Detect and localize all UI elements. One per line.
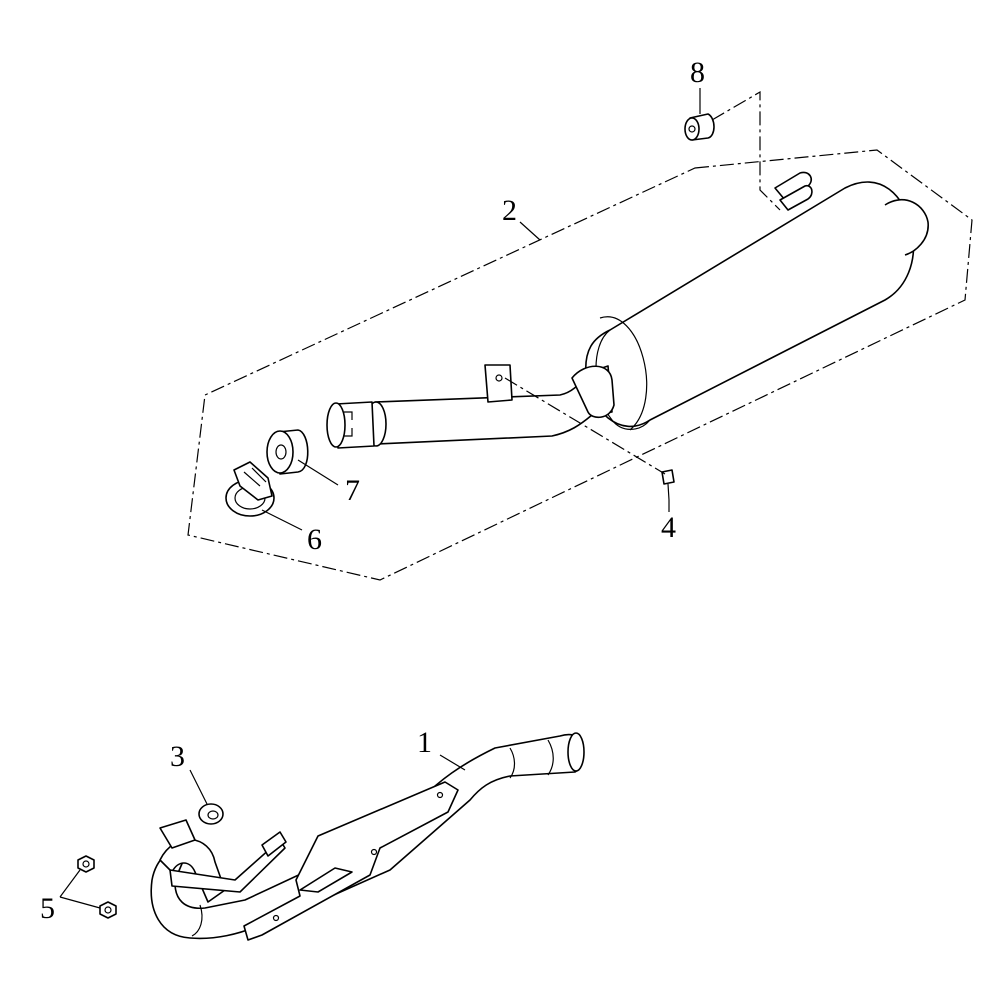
callout-2: 2 <box>502 194 517 227</box>
callout-4: 4 <box>661 511 676 544</box>
rubber-grommet <box>684 113 715 141</box>
mounting-bolt <box>661 469 675 501</box>
callout-5: 5 <box>40 892 55 925</box>
callout-1: 1 <box>417 726 432 759</box>
muffler-inlet-pipe <box>326 364 615 449</box>
flange-nut-lower <box>99 901 117 919</box>
muffler <box>584 181 929 431</box>
muffler-mount-tab <box>774 171 813 211</box>
callout-6: 6 <box>307 523 322 556</box>
exhaust-gasket <box>198 803 224 825</box>
leader-lines <box>59 88 781 909</box>
flange-nut-upper <box>77 855 95 873</box>
assembly-group-outline <box>187 149 973 581</box>
heat-shield <box>243 781 459 941</box>
callout-7: 7 <box>345 474 360 507</box>
callout-8: 8 <box>690 56 705 89</box>
hose-clamp <box>225 461 275 517</box>
gasket-sleeve <box>266 429 309 475</box>
callout-3: 3 <box>170 740 185 773</box>
